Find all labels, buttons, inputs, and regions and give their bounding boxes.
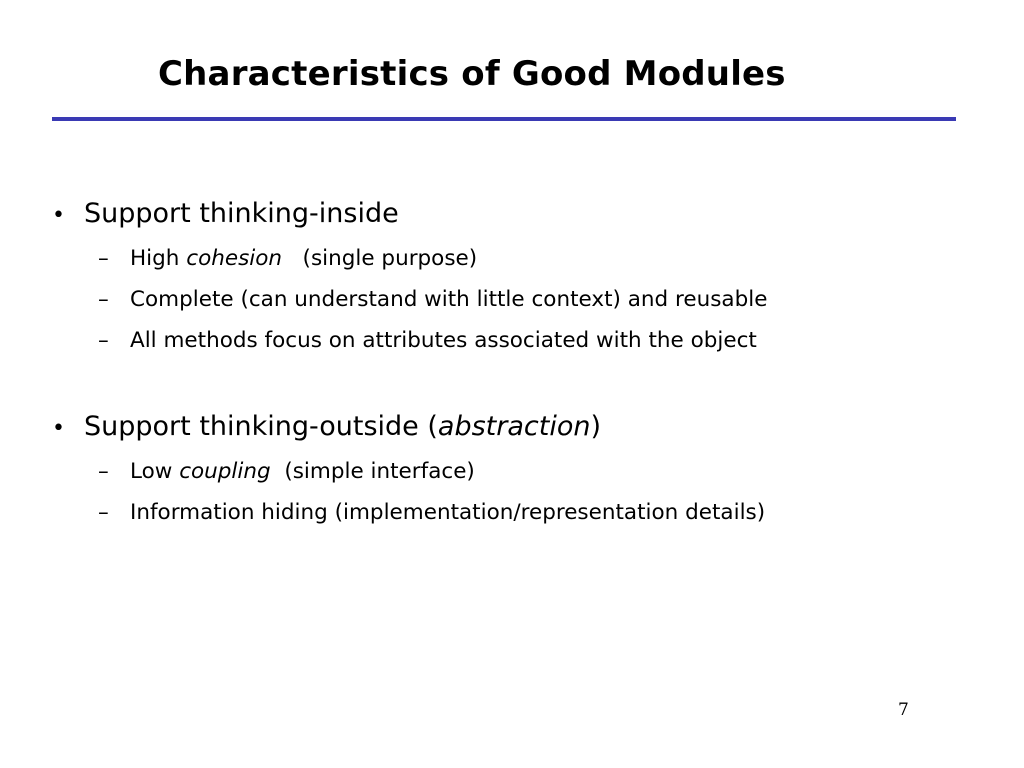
dash-icon: – [98, 328, 109, 353]
sub-text: Complete (can understand with little con… [130, 287, 768, 312]
sub-text-pre: Low [130, 459, 180, 484]
sub-text-pre: High [130, 246, 187, 271]
sub-text: All methods focus on attributes associat… [130, 328, 757, 353]
bullet-text: Support thinking-inside [84, 198, 399, 229]
bullet-dot-icon: • [52, 203, 65, 228]
bullet-text-pre: Support thinking-outside ( [84, 411, 438, 442]
bullet-group-1: • Support thinking-inside – High cohesio… [46, 196, 986, 361]
page-number: 7 [898, 700, 909, 720]
sub-text: Information hiding (implementation/repre… [130, 500, 766, 525]
bullet-text: Support thinking-outside (abstraction) [84, 409, 601, 445]
dash-icon: – [98, 287, 109, 312]
bullet-dot-icon: • [52, 416, 65, 441]
dash-icon: – [98, 500, 109, 525]
sub-text: Low coupling (simple interface) [130, 451, 475, 492]
dash-icon: – [98, 246, 109, 271]
dash-icon: – [98, 459, 109, 484]
bullet-text-emphasis: abstraction [437, 411, 591, 442]
sub-item: – Low coupling (simple interface) [46, 451, 986, 492]
sub-item: – Information hiding (implementation/rep… [46, 492, 986, 533]
sub-item: – Complete (can understand with little c… [46, 279, 986, 320]
sub-item: – High cohesion (single purpose) [46, 238, 986, 279]
slide-title: Characteristics of Good Modules [158, 54, 786, 94]
title-underline [52, 117, 956, 121]
bullet-group-2: • Support thinking-outside (abstraction)… [46, 409, 986, 533]
bullet-item: • Support thinking-outside (abstraction) [46, 409, 986, 447]
slide-content: • Support thinking-inside – High cohesio… [46, 196, 986, 533]
sub-text-post: (single purpose) [282, 246, 478, 271]
sub-item: – All methods focus on attributes associ… [46, 320, 986, 361]
sub-text-emphasis: cohesion [186, 246, 283, 271]
sub-text-post: (simple interface) [270, 459, 475, 484]
sub-text: High cohesion (single purpose) [130, 238, 477, 279]
sub-text-emphasis: coupling [179, 459, 271, 484]
bullet-item: • Support thinking-inside [46, 196, 986, 234]
sub-list: – High cohesion (single purpose) – Compl… [46, 238, 986, 361]
sub-list: – Low coupling (simple interface) – Info… [46, 451, 986, 533]
bullet-text-post: ) [590, 411, 602, 442]
